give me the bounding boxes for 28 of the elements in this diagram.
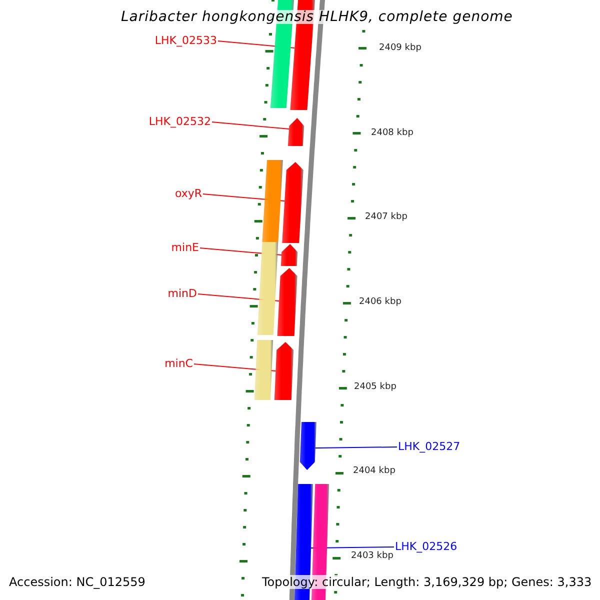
leader-line (314, 446, 398, 448)
gene-feature (257, 242, 278, 335)
accession-note: Accession: NC_012559 (9, 575, 146, 589)
gene-feature (274, 342, 294, 400)
gene-feature (262, 160, 283, 242)
gene-label: LHK_02526 (395, 540, 458, 554)
gene-label: LHK_02533 (154, 34, 217, 48)
gene-feature (300, 422, 316, 470)
leader-line (212, 122, 290, 130)
gene-label: minC (164, 357, 193, 371)
gene-label: LHK_02527 (398, 440, 460, 454)
gene-label: oxyR (174, 187, 202, 201)
genome-stats-note: Topology: circular; Length: 3,169,329 bp; Genes: 3,333 (262, 575, 592, 589)
tick-label: 2404 kbp (353, 465, 396, 478)
gene-feature (254, 340, 274, 400)
map-title: Laribacter hongkongensis HLHK9, complete genome (121, 10, 513, 24)
gene-label: LHK_02532 (148, 115, 211, 129)
tick-label: 2405 kbp (354, 381, 396, 394)
tick-label: 2407 kbp (365, 211, 408, 224)
tick-label: 2408 kbp (371, 127, 414, 140)
gene-feature (288, 118, 304, 146)
tick-label: 2409 kbp (379, 42, 422, 55)
gene-feature (280, 244, 298, 266)
gene-feature (277, 268, 298, 336)
gene-label: minE (171, 241, 199, 255)
tick-label: 2403 kbp (351, 550, 394, 563)
gene-label: minD (168, 287, 197, 301)
tick-label: 2406 kbp (359, 296, 402, 309)
